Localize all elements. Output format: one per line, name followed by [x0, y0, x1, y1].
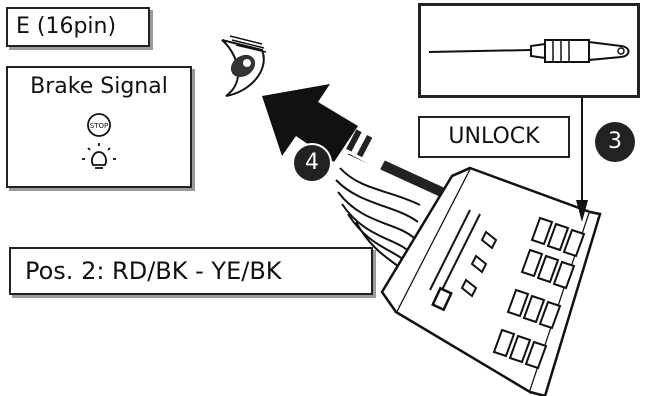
unlock-tool-icon: [428, 39, 630, 63]
brake-signal-icons: STOP: [82, 113, 116, 169]
brake-signal-box: Brake Signal STOP: [6, 66, 192, 188]
unlock-tool-box: [418, 3, 640, 98]
connector-label: E (16pin): [6, 7, 150, 47]
step-3-number: 3: [608, 129, 622, 154]
stop-icon: STOP: [87, 113, 111, 137]
position-label: Pos. 2: RD/BK - YE/BK: [9, 247, 373, 295]
step-4-badge: [292, 143, 332, 183]
step-4-number: 4: [305, 150, 319, 175]
step-3-badge: [595, 122, 635, 162]
pull-arrow: [262, 84, 358, 162]
eye-icon: [221, 35, 267, 97]
unlock-arrow: [576, 96, 588, 222]
stop-icon-text: STOP: [90, 122, 108, 130]
unlock-label: UNLOCK: [418, 116, 570, 158]
brake-light-icon: [82, 143, 116, 169]
pin-cavities: [460, 216, 586, 370]
brake-signal-title: Brake Signal: [30, 74, 168, 99]
